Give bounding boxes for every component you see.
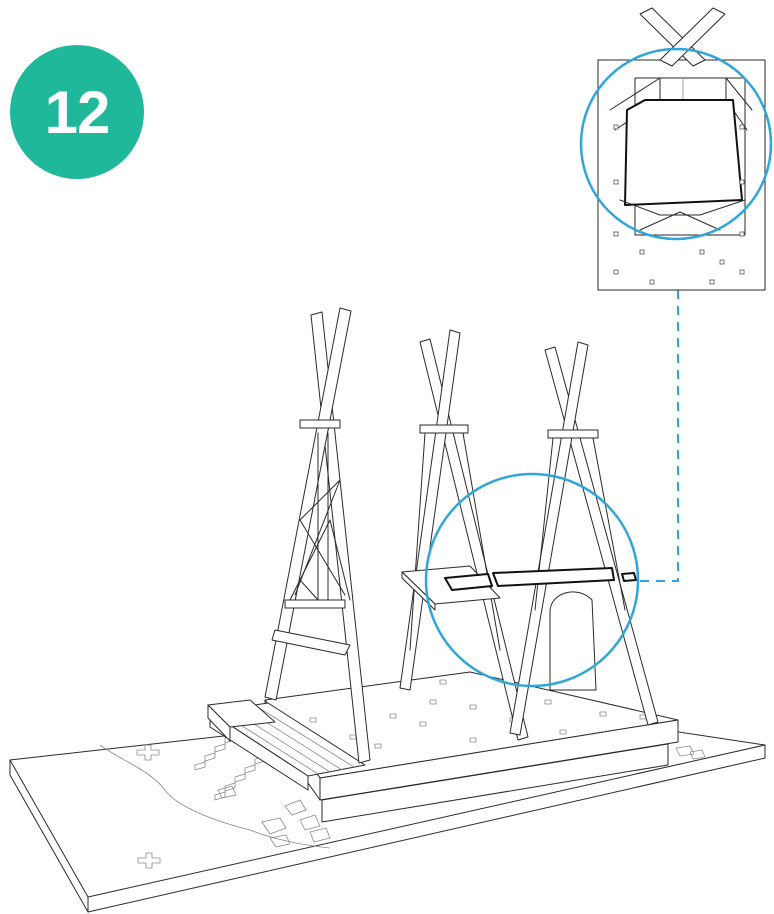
- middle-a-frame: [399, 329, 529, 741]
- assembly-zoom-circle: [424, 472, 640, 688]
- right-a-frame: [509, 341, 659, 736]
- loft-floor: [401, 565, 637, 611]
- detail-inset: [597, 7, 766, 291]
- detail-zoom-circle: [579, 47, 773, 241]
- dashed-leader-arrow: [640, 252, 686, 582]
- left-a-frame: [264, 307, 371, 764]
- step-badge: 12: [10, 45, 144, 179]
- step-number: 12: [44, 78, 111, 146]
